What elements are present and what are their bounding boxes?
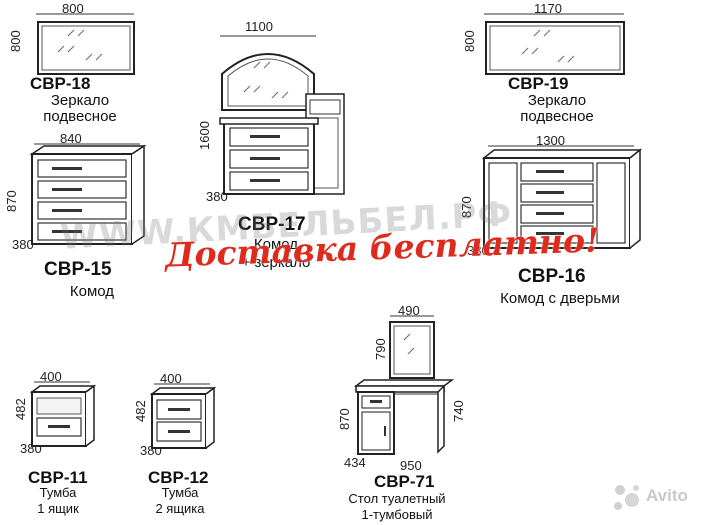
mirror-drawing-svr18 (36, 13, 135, 75)
dim-width: 1100 (245, 19, 273, 34)
chest-drawing-svr16 (481, 145, 643, 249)
dim-height: 800 (462, 30, 477, 52)
dim-width: 400 (40, 369, 62, 384)
dim-depth: 380 (12, 237, 34, 252)
dim-width: 400 (160, 371, 182, 386)
product-code: СВР-15 (44, 259, 112, 280)
dim-width: 950 (400, 458, 422, 473)
product-name-2: 1 ящик (37, 501, 79, 516)
product-name: Зеркало (50, 92, 110, 109)
dim-width: 800 (62, 1, 84, 16)
product-code: СВР-12 (148, 468, 209, 487)
product-code: СВР-17 (238, 214, 306, 235)
chest-mirror-drawing-svr17 (219, 35, 345, 195)
product-code: СВР-16 (518, 266, 586, 287)
product-name-2: 2 ящика (155, 501, 205, 516)
product-code: СВР-11 (28, 468, 88, 487)
avito-logo-icon (614, 485, 639, 510)
product-name: Комод (69, 283, 115, 300)
product-name: Комод (253, 236, 299, 253)
dim-height: 482 (133, 400, 148, 422)
dim-depth: 434 (344, 455, 366, 470)
dim-depth: 380 (206, 189, 228, 204)
nightstand-drawing-svr12 (149, 383, 217, 449)
avito-brand-label: Avito (646, 486, 688, 505)
dim-height: 800 (8, 30, 23, 52)
product-name-2: подвесное (43, 108, 117, 125)
mirror-drawing-svr19 (484, 13, 625, 75)
product-name: Зеркало (527, 92, 587, 109)
product-name-2: подвесное (520, 108, 594, 125)
product-name: Тумба (161, 485, 199, 500)
dim-height: 482 (13, 398, 28, 420)
product-code: СВР-71 (374, 472, 435, 491)
product-code: СВР-18 (30, 74, 91, 93)
product-name: Комод с дверьми (500, 290, 620, 307)
dim-width: 1300 (536, 133, 565, 148)
dim-height: 870 (4, 190, 19, 212)
product-name: Стол туалетный (348, 491, 446, 506)
product-name: Тумба (39, 485, 77, 500)
product-name-2: + зеркало (241, 254, 311, 271)
product-name-2: 1-тумбовый (361, 507, 433, 522)
dressing-table-drawing-svr71 (353, 315, 455, 455)
dim-width: 1170 (534, 1, 562, 16)
dim-width: 840 (60, 131, 82, 146)
dim-mirror-width: 490 (398, 303, 420, 318)
chest-drawing-svr15 (29, 143, 147, 245)
nightstand-drawing-svr11 (29, 381, 97, 447)
product-code: СВР-19 (508, 74, 569, 93)
